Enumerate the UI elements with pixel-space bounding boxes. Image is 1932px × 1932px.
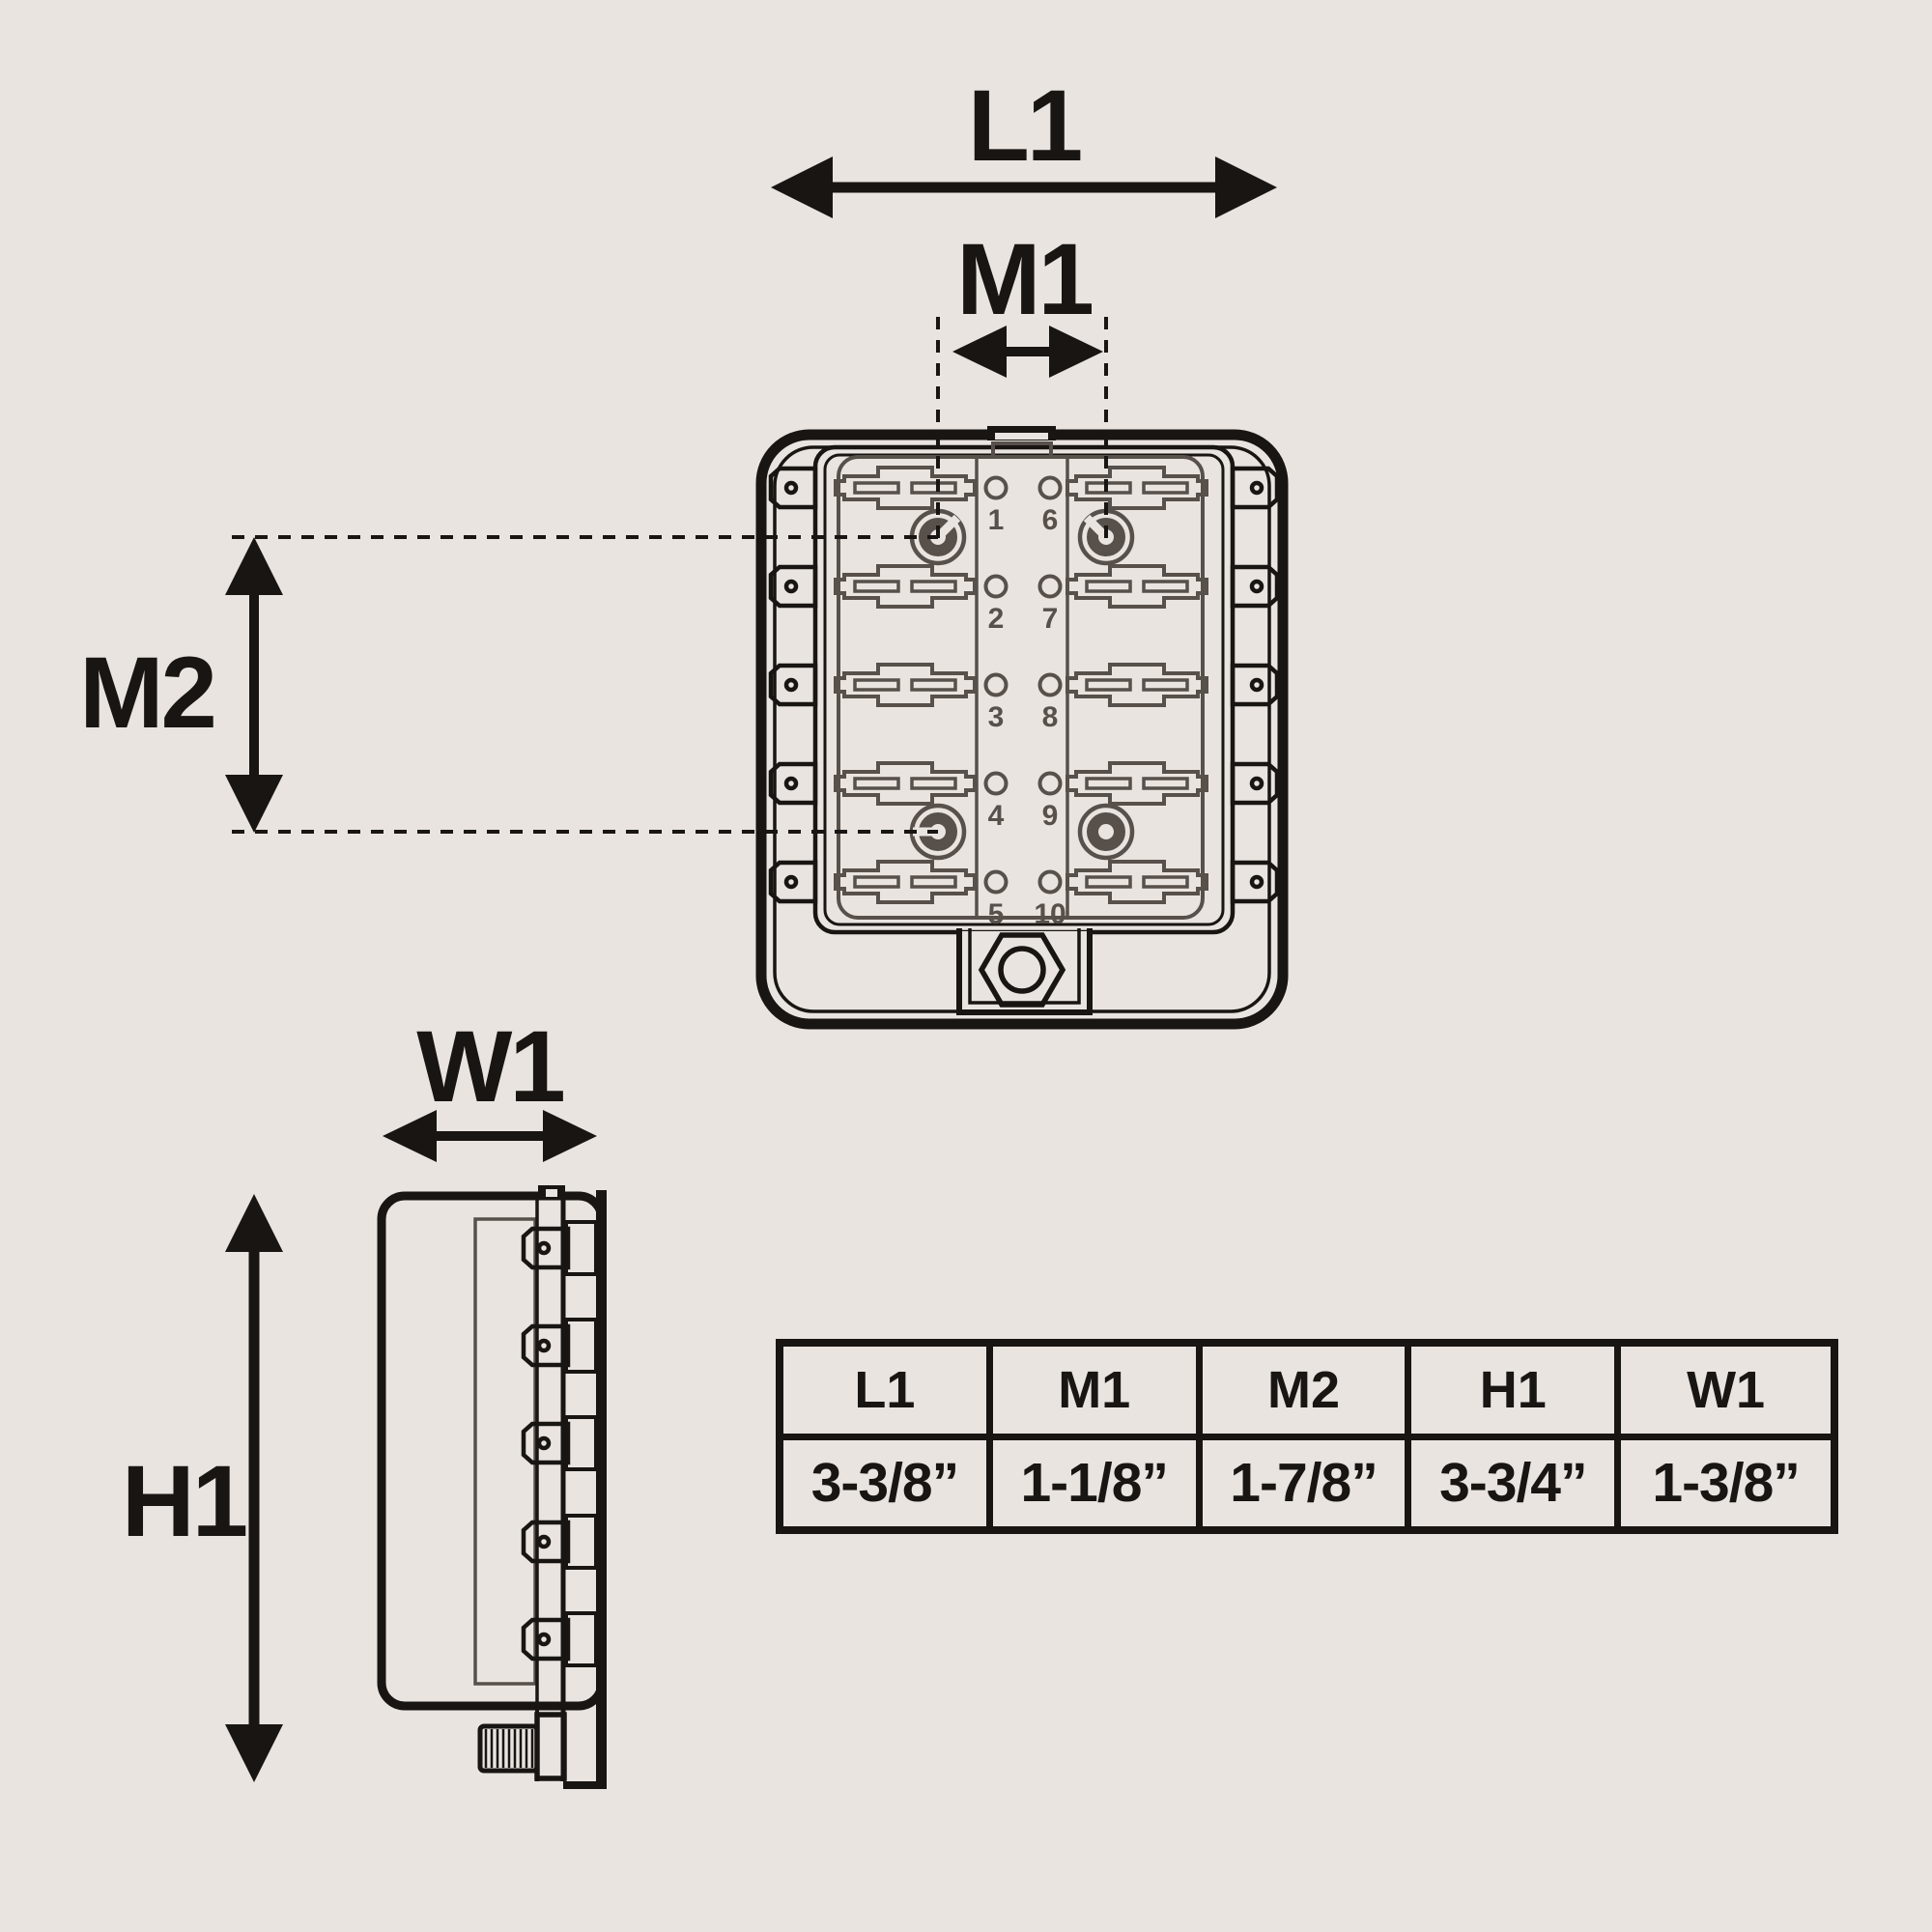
m1-dimension: M1 <box>952 223 1103 378</box>
fuse-slot <box>834 761 977 806</box>
l1-arrowhead-right <box>1215 156 1277 218</box>
tab-base <box>564 1220 598 1276</box>
fuse-slot <box>834 564 977 609</box>
position-number-2: 2 <box>988 603 1005 635</box>
dimension-label-h1: H1 <box>122 1445 246 1558</box>
m1-arrowhead-right <box>1049 326 1103 378</box>
fuse-slot <box>1065 466 1208 510</box>
screw-slot <box>934 514 961 541</box>
position-number-3: 3 <box>988 701 1005 733</box>
spec-header-m2: M2 <box>1203 1347 1412 1434</box>
position-number-7: 7 <box>1042 603 1059 635</box>
l1-arrowhead-left <box>771 156 833 218</box>
fuse-slot <box>1065 663 1208 707</box>
fuse-position-numbers: 1 2 3 4 5 6 7 8 9 10 <box>988 504 1066 930</box>
terminal-tab-left <box>771 567 815 606</box>
hex-nut-hole <box>998 946 1046 994</box>
fuse-block-side-view <box>377 1185 607 1789</box>
l1-dimension: L1 <box>771 70 1277 218</box>
dimension-spec-table: L1 M1 M2 H1 W1 3-3/8” 1-1/8” 1-7/8” 3-3/… <box>776 1339 1838 1534</box>
tab-base <box>564 1318 598 1374</box>
m2-dimension: M2 <box>79 537 283 833</box>
side-mounting-plate <box>596 1190 607 1789</box>
side-top-key-tab <box>538 1185 565 1197</box>
spec-value-m1: 1-1/8” <box>993 1439 1203 1526</box>
w1-dimension: W1 <box>383 1010 597 1162</box>
test-point-circles <box>983 475 1063 895</box>
extension-lines <box>232 317 1108 834</box>
spec-table-header-row: L1 M1 M2 H1 W1 <box>783 1347 1831 1440</box>
spec-header-m1: M1 <box>993 1347 1203 1434</box>
m2-arrowhead-top <box>225 537 283 595</box>
position-number-6: 6 <box>1042 504 1059 536</box>
terminal-tab-left <box>771 764 815 803</box>
w1-arrowhead-right <box>543 1110 597 1162</box>
fuse-slot <box>834 663 977 707</box>
tab-base <box>564 1415 598 1471</box>
terminal-tab-left <box>771 666 815 704</box>
dimension-label-m1: M1 <box>956 223 1092 336</box>
spec-value-w1: 1-3/8” <box>1652 1451 1800 1514</box>
fuse-slot <box>834 860 977 904</box>
h1-dimension: H1 <box>122 1194 283 1782</box>
terminal-tab-left <box>771 863 815 901</box>
w1-arrowhead-left <box>383 1110 437 1162</box>
fuse-slot <box>1065 860 1208 904</box>
tab-base <box>564 1611 598 1667</box>
dimension-label-l1: L1 <box>968 70 1081 183</box>
top-key-tab <box>987 426 1056 459</box>
position-number-1: 1 <box>988 504 1005 536</box>
position-number-5: 5 <box>988 898 1005 930</box>
m1-arrowhead-left <box>952 326 1007 378</box>
spec-table-value-row: 3-3/8” 1-1/8” 1-7/8” 3-3/4” 1-3/8” <box>783 1439 1831 1526</box>
spec-header-h1: H1 <box>1411 1347 1622 1434</box>
spec-value-h1: 3-3/4” <box>1411 1439 1622 1526</box>
stud-head <box>534 1712 567 1781</box>
position-number-4: 4 <box>988 800 1005 832</box>
side-body-inset <box>473 1217 537 1686</box>
screw-slot <box>1083 514 1110 541</box>
side-plate-bottom-cap <box>563 1781 607 1789</box>
dimension-label-m2: M2 <box>79 637 214 750</box>
threaded-stud <box>477 1723 540 1774</box>
screw-terminal <box>1080 806 1132 858</box>
m2-arrowhead-bottom <box>225 775 283 833</box>
fuse-slot <box>1065 761 1208 806</box>
dimension-label-w1: W1 <box>416 1010 563 1123</box>
spec-value-l1: 3-3/8” <box>783 1439 993 1526</box>
mounting-bracket <box>956 928 1093 1015</box>
spec-header-w1: W1 <box>1687 1360 1766 1419</box>
fuse-slot <box>834 466 977 510</box>
h1-arrowhead-bottom <box>225 1724 283 1782</box>
spec-header-l1: L1 <box>783 1347 993 1434</box>
housing-inner-edge <box>773 445 1271 1013</box>
position-number-8: 8 <box>1042 701 1059 733</box>
hex-nut <box>978 932 1066 1008</box>
fuse-panel <box>837 455 1205 920</box>
position-number-9: 9 <box>1042 800 1059 832</box>
fuse-slot <box>1065 564 1208 609</box>
fuse-block-top-view: 1 2 3 4 5 6 7 8 9 10 <box>755 426 1289 1030</box>
tab-base <box>564 1514 598 1570</box>
spec-value-m2: 1-7/8” <box>1203 1439 1412 1526</box>
position-number-10: 10 <box>1034 898 1065 930</box>
h1-arrowhead-top <box>225 1194 283 1252</box>
